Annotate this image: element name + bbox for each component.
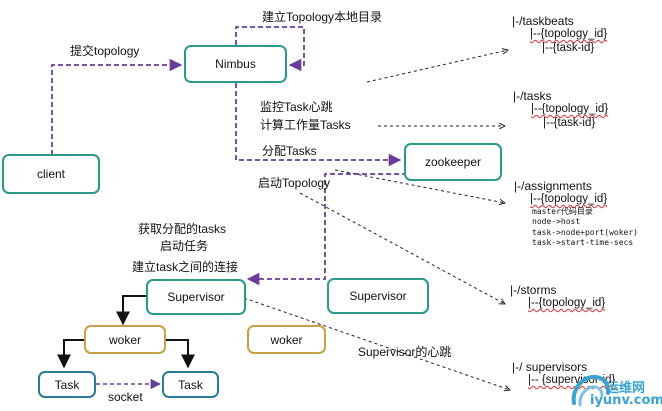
label-submit-topology: 提交topology xyxy=(70,44,140,58)
task-left-node: Task xyxy=(38,371,96,398)
tree-tasks: |-/tasks |--{topology_id} |--{task-id} xyxy=(513,89,608,130)
tree-taskbeats-root: |-/taskbeats xyxy=(512,14,574,28)
edge-zookeeper-to-supervisor xyxy=(246,173,455,286)
watermark-url: iyunv.com xyxy=(590,393,662,408)
pointer-to-supervisors xyxy=(243,297,510,390)
tree-assignments-child: |--{topology_id} xyxy=(530,193,608,205)
client-node: client xyxy=(2,154,100,194)
tree-assignments: |-/assignments |--{topology_id} master代码… xyxy=(514,179,638,249)
tree-supervisors-root: |-/ supervisors xyxy=(512,360,588,374)
woker-main-node: woker xyxy=(84,325,166,354)
edge-woker-to-task-right xyxy=(166,339,195,369)
tree-assignments-detail-master: master代码目录 xyxy=(532,206,593,216)
label-build-local-dir: 建立Topology本地目录 xyxy=(262,10,383,24)
edge-woker-to-task-left xyxy=(57,339,84,369)
tree-tasks-grandchild: |--{task-id} xyxy=(543,116,596,129)
supervisor-main-node: Supervisor xyxy=(146,279,246,315)
label-start-topology: 启动Topology xyxy=(258,176,331,190)
label-start-tasks: 启动任务 xyxy=(160,239,209,253)
tree-taskbeats: |-/taskbeats |--{topology_id} |--{task-i… xyxy=(512,14,607,55)
pointer-to-taskbeats xyxy=(366,50,508,83)
tree-storms: |-/storms |--{topology_id} xyxy=(510,283,605,311)
woker-other-node: woker xyxy=(247,325,326,354)
tree-assignments-detail-start-time: task->start-time-secs xyxy=(532,238,634,247)
tree-assignments-root: |-/assignments xyxy=(514,179,592,193)
label-socket: socket xyxy=(108,390,143,404)
watermark-logo-icon xyxy=(571,374,611,407)
label-assign-tasks: 分配Tasks xyxy=(262,144,317,158)
edge-nimbus-to-zookeeper xyxy=(235,83,402,167)
label-supervisor-heartbeat: Supervisor的心跳 xyxy=(358,345,452,359)
edge-supervisor-to-woker xyxy=(116,295,146,326)
supervisor-other-node: Supervisor xyxy=(327,278,429,314)
edge-nimbus-self-loop xyxy=(235,26,305,72)
tree-storms-root: |-/storms xyxy=(510,283,557,297)
tree-tasks-root: |-/tasks xyxy=(513,89,552,103)
label-monitor-heartbeat: 监控Task心跳 xyxy=(260,100,333,114)
watermark-text: 运维网 xyxy=(606,381,646,396)
tree-taskbeats-child: |--{topology_id} xyxy=(530,28,608,40)
tree-assignments-detail-task-node: task->node+port(woker) xyxy=(532,227,638,237)
nimbus-node: Nimbus xyxy=(184,45,287,83)
label-get-assigned-tasks: 获取分配的tasks xyxy=(138,222,227,236)
task-right-node: Task xyxy=(162,371,219,398)
tree-tasks-child: |--{topology_id} xyxy=(531,103,609,115)
tree-storms-child: |--{topology_id} xyxy=(528,297,606,309)
tree-assignments-detail-node: node->host xyxy=(532,217,581,226)
pointer-to-assignments xyxy=(334,169,505,203)
label-compute-workload: 计算工作量Tasks xyxy=(260,118,351,132)
edge-client-to-nimbus xyxy=(51,58,183,155)
zookeeper-node: zookeeper xyxy=(404,143,502,181)
label-build-connections: 建立task之间的连接 xyxy=(132,260,239,274)
tree-taskbeats-grandchild: |--{task-id} xyxy=(542,41,595,54)
pointer-to-storms xyxy=(299,192,505,304)
